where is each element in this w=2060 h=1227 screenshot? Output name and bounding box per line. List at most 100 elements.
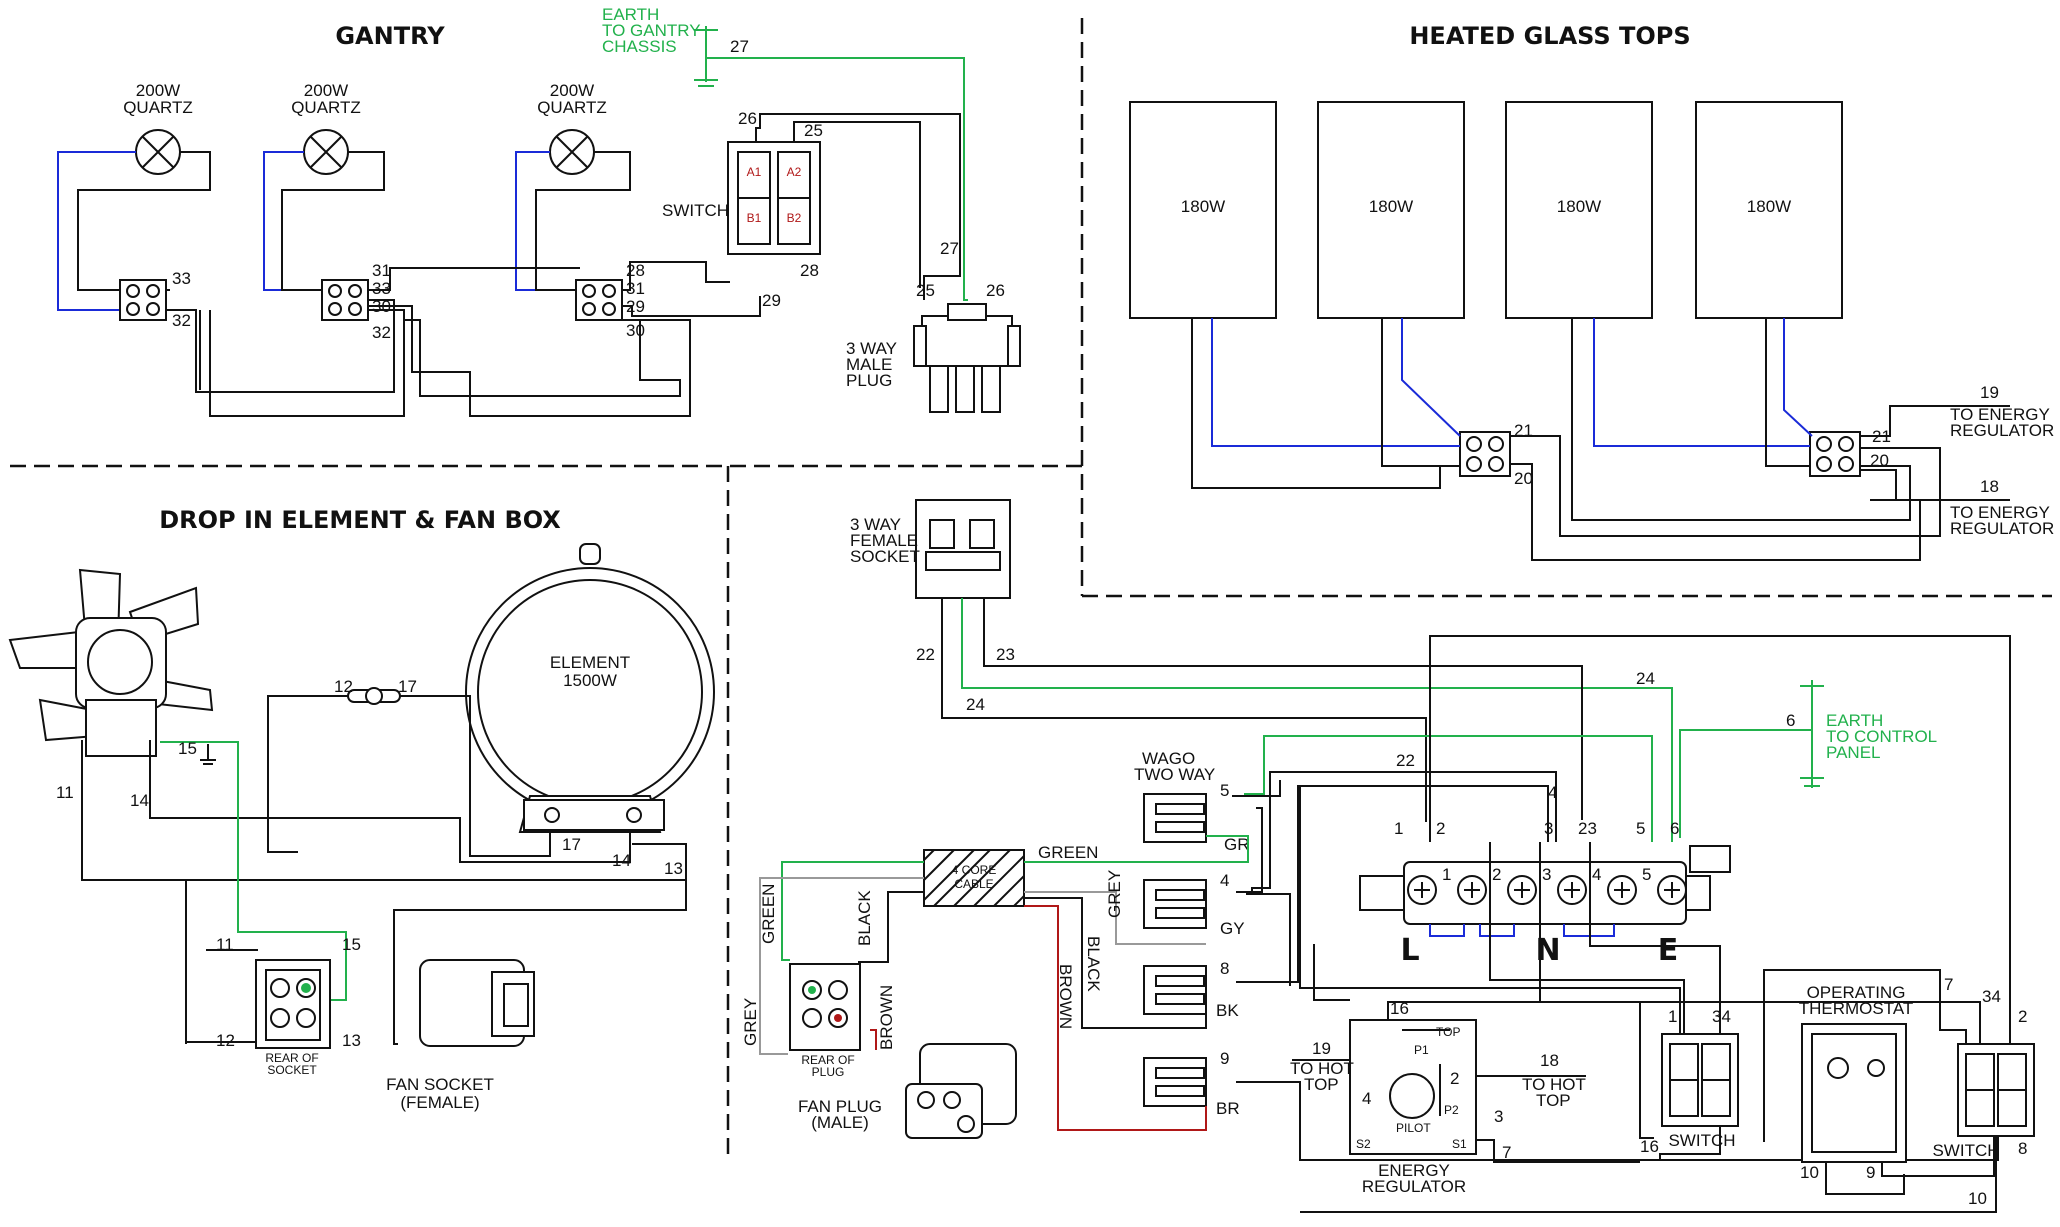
section-title-heated-glass-tops: HEATED GLASS TOPS (1409, 22, 1690, 50)
to-hot-top-1-line1: TO HOT (1290, 1059, 1354, 1078)
earth-control-panel: 6 EARTH TO CONTROL PANEL (1679, 680, 1937, 838)
fan-plug-male: FAN PLUG (MALE) (798, 1043, 1017, 1139)
wire-23b: 23 (1578, 819, 1597, 838)
gantry-switch: A1 A2 B1 B2 SWITCH (662, 141, 821, 255)
section-dividers (10, 18, 2052, 1160)
wago-connector-4 (1143, 1057, 1207, 1107)
wire-23: 23 (996, 645, 1015, 664)
operating-thermostat: OPERATING THERMOSTAT 10 9 (1799, 983, 1914, 1182)
quartz-lamp-3: 200W QUARTZ (537, 81, 607, 175)
svg-text:B1: B1 (747, 211, 762, 225)
switch-control-1: SWITCH 1 34 16 (1640, 1007, 1739, 1156)
thermal-cutout: 12 17 (267, 677, 551, 857)
lamp-1-type: QUARTZ (123, 98, 193, 117)
sw2-wire-2: 2 (2018, 1007, 2027, 1026)
earth-gantry-line2: TO GANTRY (602, 21, 701, 40)
wire-20b: 20 (1870, 451, 1889, 470)
sw2-wire-7: 7 (1944, 975, 1953, 994)
gantry-terminal-2 (321, 279, 369, 321)
gantry-terminal-3 (575, 279, 623, 321)
wire-1: 1 (1394, 819, 1403, 838)
cable-line2: CABLE (954, 877, 993, 891)
wire-12: 12 (334, 677, 353, 696)
wago-br: BR (1216, 1099, 1240, 1118)
rear-of-plug: REAR OF PLUG (789, 963, 861, 1079)
reg-wire-19: 19 (1312, 1039, 1331, 1058)
male-plug-line1: 3 WAY (846, 339, 897, 358)
wire-32b: 32 (372, 323, 391, 342)
wire-24b: 24 (1636, 669, 1655, 688)
reg-pilot: PILOT (1396, 1121, 1431, 1135)
wire-26b: 26 (986, 281, 1005, 300)
reg-p1: P1 (1414, 1043, 1429, 1057)
thermostat-line2: THERMOSTAT (1799, 999, 1914, 1018)
wire-13b: 13 (342, 1031, 361, 1050)
wire-28b: 28 (800, 261, 819, 280)
reg-top: TOP (1436, 1025, 1460, 1039)
drop-in-section: ELEMENT 1500W 12 17 11 14 15 17 14 13 (8, 543, 715, 1112)
strip-3: 3 (1542, 865, 1551, 884)
glass-panel-2 (1317, 101, 1465, 319)
wire-30: 30 (372, 297, 391, 316)
male-plug: 3 WAY MALE PLUG (846, 303, 1021, 413)
glass-panel-3-watt: 180W (1557, 197, 1601, 216)
earth-gantry-line3: CHASSIS (602, 37, 677, 56)
green-label: GREEN (1038, 843, 1098, 862)
to-energy-2-line1: TO ENERGY (1950, 503, 2050, 522)
heated-glass-section: 180W 180W 180W 180W 21 20 21 20 19 (1129, 101, 2054, 561)
sw2-wire-10: 10 (1968, 1189, 1987, 1208)
reg-wire-3: 3 (1494, 1107, 1503, 1126)
wire-4: 4 (1548, 783, 1557, 802)
section-title-gantry: GANTRY (335, 22, 445, 50)
glass-terminal-2 (1809, 431, 1861, 477)
wago-connector-3 (1143, 965, 1207, 1015)
to-energy-1-line1: TO ENERGY (1950, 405, 2050, 424)
fan-socket-female: FAN SOCKET (FEMALE) (386, 959, 535, 1112)
fan-motor (8, 568, 214, 770)
rear-of-socket: REAR OF SOCKET (255, 959, 331, 1077)
wire-29b: 29 (762, 291, 781, 310)
wire-26: 26 (738, 109, 757, 128)
svg-text:A2: A2 (787, 165, 802, 179)
strip-5: 5 (1642, 865, 1651, 884)
lamp-2-watt: 200W (304, 81, 348, 100)
wire-11b: 11 (216, 935, 234, 954)
sw1-wire-34: 34 (1712, 1007, 1731, 1026)
gantry-terminal-1 (119, 279, 167, 321)
wire-15: 15 (178, 739, 197, 758)
wire-12b: 12 (216, 1031, 235, 1050)
to-hot-top-1-line2: TOP (1304, 1075, 1339, 1094)
glass-panel-2-watt: 180W (1369, 197, 1413, 216)
male-plug-line2: MALE (846, 355, 892, 374)
wire-27: 27 (730, 37, 749, 56)
section-title-drop-in-element: DROP IN ELEMENT & FAN BOX (159, 506, 561, 534)
wago-wire-5: 5 (1220, 781, 1229, 800)
fan-plug-line2: (MALE) (811, 1113, 869, 1132)
svg-text:A1: A1 (747, 165, 762, 179)
wire-2: 2 (1436, 819, 1445, 838)
glass-panel-4 (1695, 101, 1843, 319)
green-label-vertical: GREEN (759, 884, 778, 944)
to-energy-2-line2: REGULATOR (1950, 519, 2054, 538)
switch-label: SWITCH (662, 201, 729, 220)
fan-socket-line2: (FEMALE) (400, 1093, 479, 1112)
wire-20: 20 (1514, 469, 1533, 488)
wire-14b: 14 (612, 851, 631, 870)
wago-wire-8: 8 (1220, 959, 1229, 978)
quartz-lamp-2: 200W QUARTZ (291, 81, 361, 175)
reg-wire-4: 4 (1362, 1089, 1371, 1108)
glass-panel-1 (1129, 101, 1277, 319)
element-label-2: 1500W (563, 671, 617, 690)
lamp-2-type: QUARTZ (291, 98, 361, 117)
element-label-1: ELEMENT (550, 653, 630, 672)
earth-gantry-line1: EARTH (602, 5, 659, 24)
reg-s2: S2 (1356, 1137, 1371, 1151)
line-label: L (1400, 933, 1419, 968)
lamp-3-type: QUARTZ (537, 98, 607, 117)
wire-21b: 21 (1872, 427, 1891, 446)
wire-13: 13 (664, 859, 683, 878)
wire-22b: 22 (1396, 751, 1415, 770)
switch-control-2: SWITCH 7 34 2 8 10 (1932, 975, 2035, 1208)
terminal-strip: 1 2 3 4 5 L N E (1359, 845, 1731, 968)
